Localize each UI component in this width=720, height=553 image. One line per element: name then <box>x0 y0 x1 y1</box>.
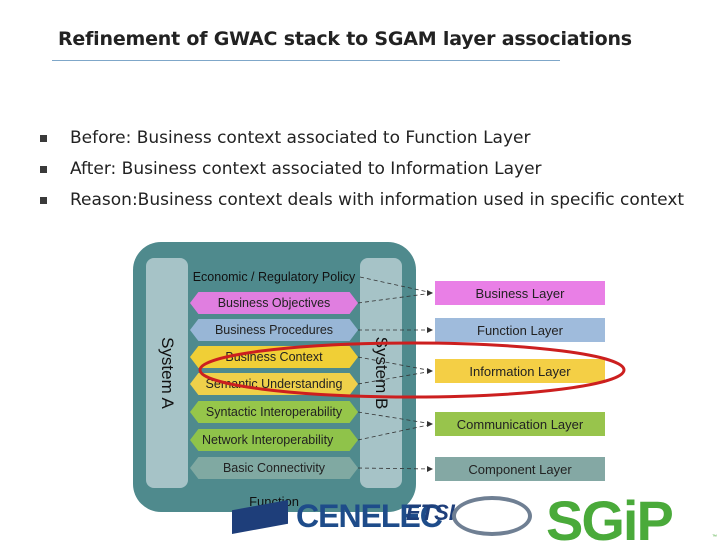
arrowhead-icon <box>427 466 433 472</box>
business-layer-box: Business Layer <box>435 281 605 305</box>
economic-policy-band: Economic / Regulatory Policy <box>192 270 356 284</box>
bullet-list: Before: Business context associated to F… <box>40 128 684 221</box>
bullet-item: After: Business context associated to In… <box>40 159 684 190</box>
slide-title: Refinement of GWAC stack to SGAM layer a… <box>58 28 632 50</box>
system-a-label: System A <box>158 337 177 409</box>
gwac-sgam-diagram: System A System B Economic / Regulatory … <box>133 242 626 512</box>
bullet-text: Before: Business context associated to F… <box>70 128 531 148</box>
sgip-logo: SGiP <box>546 489 674 552</box>
syntactic-interoperability-band: Syntactic Interoperability <box>190 401 358 423</box>
arrowhead-icon <box>427 421 433 427</box>
component-layer-box: Component Layer <box>435 457 605 481</box>
bullet-item: Reason:Business context deals with infor… <box>40 190 684 221</box>
business-procedures-band: Business Procedures <box>190 319 358 341</box>
business-context-band: Business Context <box>190 346 358 368</box>
bullet-item: Before: Business context associated to F… <box>40 128 684 159</box>
cen-logo-icon <box>232 500 288 534</box>
system-b-label: System B <box>372 336 391 410</box>
communication-layer-box: Communication Layer <box>435 412 605 436</box>
semantic-understanding-band: Semantic Understanding <box>190 373 358 395</box>
basic-connectivity-band: Basic Connectivity <box>190 457 358 479</box>
square-bullet-icon <box>40 197 47 204</box>
cenelec-logo: CENELEC <box>296 498 443 534</box>
square-bullet-icon <box>40 166 47 173</box>
information-layer-box: Information Layer <box>435 359 605 383</box>
network-interoperability-band: Network Interoperability <box>190 429 358 451</box>
bullet-text: After: Business context associated to In… <box>70 159 542 179</box>
bullet-text: Reason:Business context deals with infor… <box>70 190 685 210</box>
arrowhead-icon <box>427 327 433 333</box>
trademark-mark: ™ <box>712 534 717 540</box>
system-a-bar <box>146 258 188 488</box>
arrowhead-icon <box>427 368 433 374</box>
business-objectives-band: Business Objectives <box>190 292 358 314</box>
title-underline <box>52 60 560 61</box>
etsi-globe-icon <box>452 496 532 536</box>
square-bullet-icon <box>40 135 47 142</box>
function-layer-box: Function Layer <box>435 318 605 342</box>
logo-bar: CENELEC ETSI SGiP ™ <box>0 489 720 552</box>
etsi-logo: ETSI <box>406 500 455 525</box>
arrowhead-icon <box>427 290 433 296</box>
